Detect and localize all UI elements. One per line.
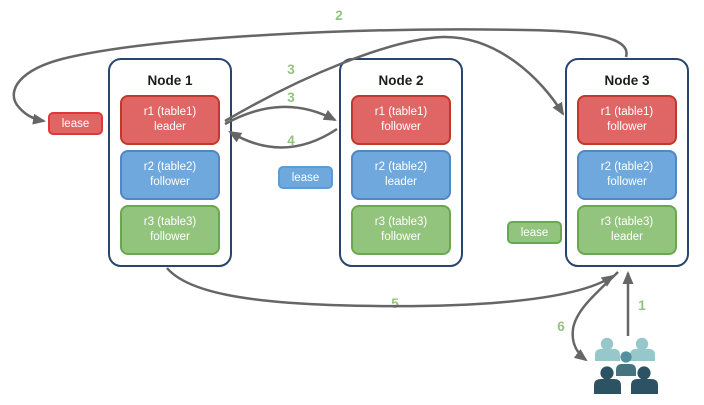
step-label-5: 5	[391, 296, 399, 311]
lease-badge-red: lease	[48, 112, 103, 135]
node-1: Node 1 r1 (table1) leader r2 (table2) fo…	[108, 58, 232, 267]
step-label-4: 4	[287, 133, 295, 148]
node-3-replica-r3: r3 (table3) leader	[577, 205, 677, 255]
replica-role: leader	[611, 231, 643, 243]
replica-label: r1 (table1)	[143, 106, 197, 119]
replica-role: follower	[607, 121, 647, 133]
node-3-replica-r1: r1 (table1) follower	[577, 95, 677, 145]
step-label-3a: 3	[287, 62, 295, 77]
node-1-replica-r2: r2 (table2) follower	[120, 150, 220, 200]
replica-label: r3 (table3)	[374, 216, 428, 229]
replica-label: r2 (table2)	[374, 161, 428, 174]
replica-role: follower	[150, 176, 190, 188]
node-2: Node 2 r1 (table1) follower r2 (table2) …	[339, 58, 463, 267]
node-3: Node 3 r1 (table1) follower r2 (table2) …	[565, 58, 689, 267]
arrow-step-3-to-node2	[224, 105, 337, 126]
replica-label: r1 (table1)	[600, 106, 654, 119]
replica-label: r3 (table3)	[600, 216, 654, 229]
replica-role: follower	[381, 231, 421, 243]
step-label-2: 2	[335, 8, 343, 23]
replica-role: follower	[607, 176, 647, 188]
node-3-title: Node 3	[604, 73, 650, 88]
step-label-1: 1	[638, 298, 646, 313]
replica-label: r2 (table2)	[600, 161, 654, 174]
replica-role: leader	[154, 121, 186, 133]
node-3-replica-r2: r2 (table2) follower	[577, 150, 677, 200]
replica-label: r3 (table3)	[143, 216, 197, 229]
step-label-6: 6	[557, 319, 565, 334]
step-label-3b: 3	[287, 90, 295, 105]
node-1-replica-r3: r3 (table3) follower	[120, 205, 220, 255]
replica-role: leader	[385, 176, 417, 188]
replica-label: r2 (table2)	[143, 161, 197, 174]
users-icon	[594, 337, 658, 394]
lease-badge-green: lease	[507, 221, 562, 244]
node-2-replica-r3: r3 (table3) follower	[351, 205, 451, 255]
node-2-title: Node 2	[378, 73, 424, 88]
node-1-replica-r1: r1 (table1) leader	[120, 95, 220, 145]
lease-badge-blue: lease	[278, 166, 333, 189]
node-2-replica-r1: r1 (table1) follower	[351, 95, 451, 145]
replica-role: follower	[150, 231, 190, 243]
arrow-step-2	[12, 28, 628, 125]
node-2-replica-r2: r2 (table2) leader	[351, 150, 451, 200]
node-1-title: Node 1	[147, 73, 193, 88]
replica-role: follower	[381, 121, 421, 133]
replica-label: r1 (table1)	[374, 106, 428, 119]
